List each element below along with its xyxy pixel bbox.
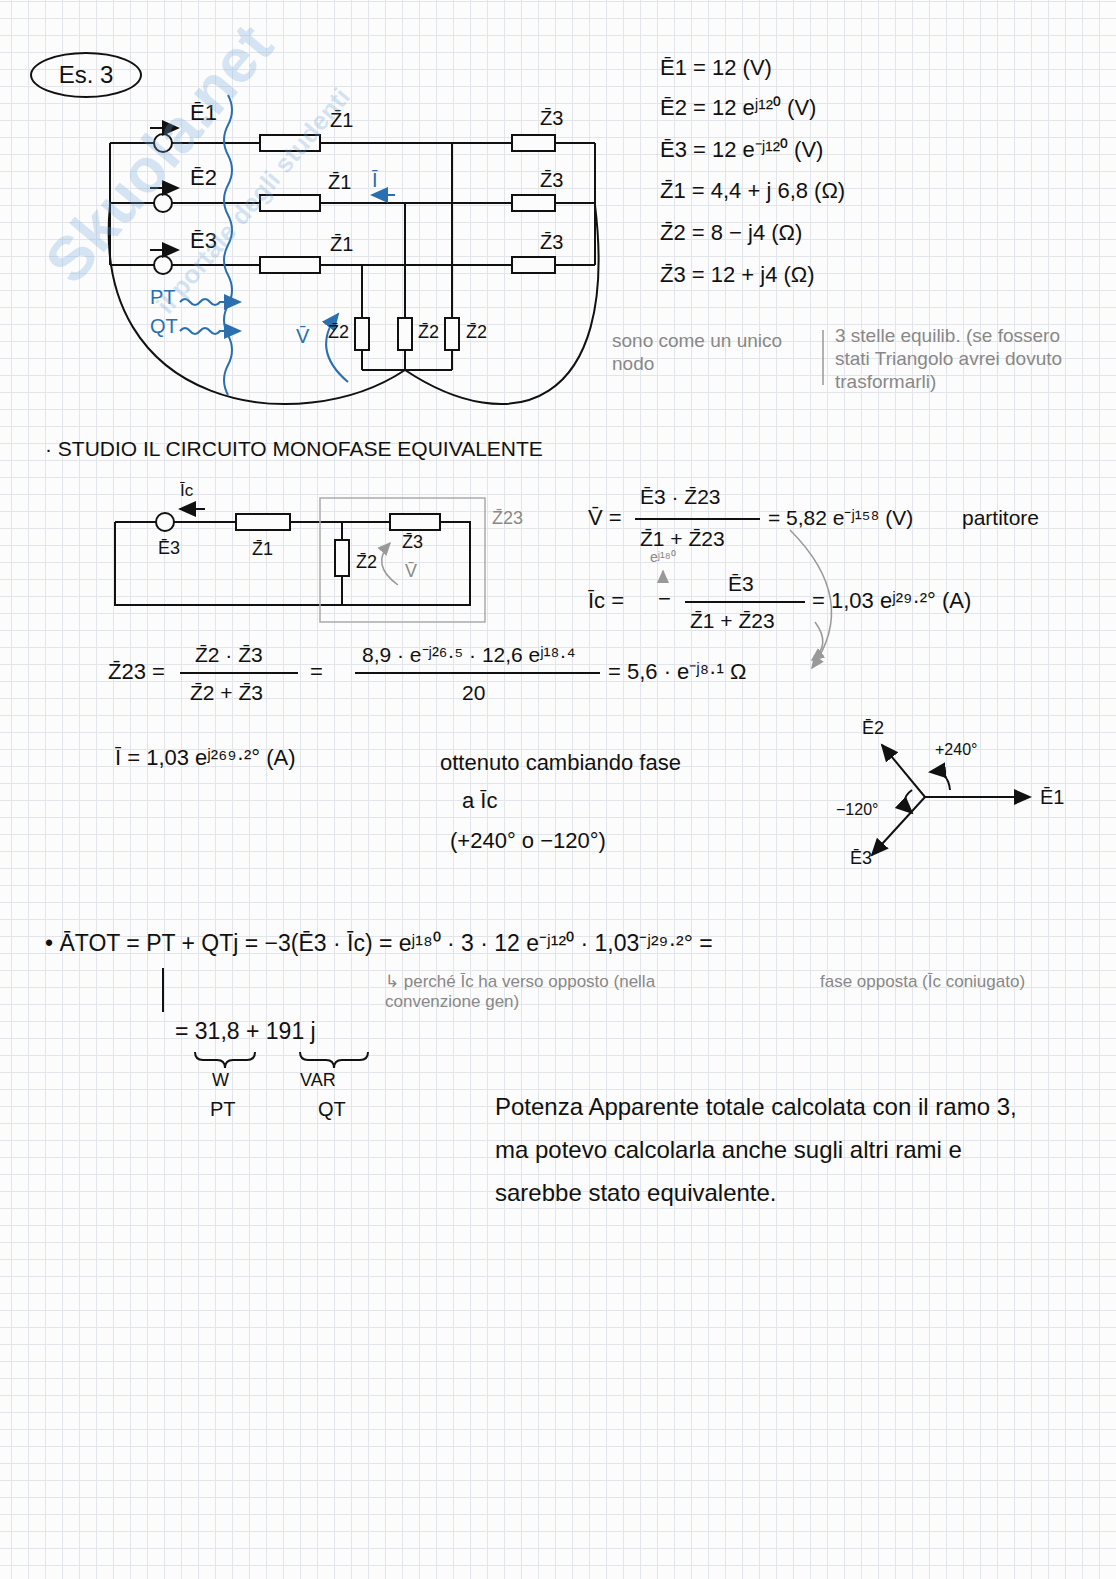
label: V̄ = bbox=[588, 505, 622, 531]
fraction-bars bbox=[180, 519, 805, 673]
label: VAR bbox=[300, 1070, 336, 1092]
label: Z̄3 bbox=[540, 106, 563, 130]
label: eʲ¹⁸⁰ bbox=[650, 549, 676, 566]
label: Z̄2 bbox=[356, 552, 377, 574]
label: Z̄3 bbox=[540, 230, 563, 254]
exercise-title: Es. 3 bbox=[59, 61, 114, 89]
label: Ī bbox=[372, 168, 378, 192]
label: Z̄3 bbox=[402, 532, 423, 554]
label: Ē3 · Z̄23 bbox=[640, 484, 721, 509]
label: Ē3 bbox=[728, 571, 754, 596]
label: Īc = bbox=[588, 588, 624, 614]
label: Z̄1 bbox=[328, 170, 351, 194]
label: Z̄3 bbox=[540, 168, 563, 192]
label: Z̄23 bbox=[492, 508, 523, 530]
braces bbox=[163, 968, 368, 1068]
label: Ē2 bbox=[862, 718, 884, 740]
label: Z̄1 = 4,4 + j 6,8 (Ω) bbox=[660, 178, 845, 204]
label: sono come un unico nodo bbox=[612, 330, 807, 376]
label: +240° bbox=[935, 740, 977, 759]
label: Ē1 = 12 (V) bbox=[660, 55, 772, 81]
label: Ē1 bbox=[1040, 785, 1064, 809]
label: Z̄2 bbox=[328, 322, 349, 344]
label: 3 stelle equilib. (se fossero stati Tria… bbox=[835, 325, 1095, 393]
label: = bbox=[310, 659, 323, 685]
single-phase-circuit bbox=[115, 509, 470, 605]
label: −120° bbox=[836, 800, 878, 819]
label: V̄ bbox=[296, 324, 309, 348]
label: 8,9 · e⁻ʲ²⁶·⁵ · 12,6 eʲ¹⁸·⁴ bbox=[362, 642, 575, 667]
phasor-diagram bbox=[872, 745, 1030, 855]
label: Z̄2 bbox=[418, 322, 439, 344]
label: 20 bbox=[462, 680, 485, 705]
label: • ĀTOT = PT + QTj = −3(Ē3 · Īc) = eʲ¹⁸⁰ … bbox=[45, 930, 713, 958]
label: = 5,82 e⁻ʲ¹⁵⁸ (V) bbox=[768, 505, 913, 530]
label: ↳ perché Īc ha verso opposto (nella conv… bbox=[385, 972, 665, 1013]
label: (+240° o −120°) bbox=[450, 828, 606, 854]
label: V̄ bbox=[405, 561, 417, 583]
label: Īc bbox=[180, 481, 193, 501]
label: Ē3 bbox=[850, 848, 872, 870]
label: ottenuto cambiando fase bbox=[440, 750, 681, 776]
label: QT bbox=[318, 1097, 346, 1121]
label: Ē3 = 12 e⁻ʲ¹²⁰ (V) bbox=[660, 137, 823, 163]
label: Z̄2 + Z̄3 bbox=[190, 680, 263, 705]
label: Ē3 bbox=[158, 538, 180, 560]
label: PT bbox=[210, 1097, 236, 1121]
label: = 5,6 · e⁻ʲ⁸·¹ Ω bbox=[608, 659, 746, 685]
label: Potenza Apparente totale calcolata con i… bbox=[495, 1085, 1055, 1215]
label: partitore bbox=[962, 505, 1039, 530]
label: = 31,8 + 191 j bbox=[175, 1018, 316, 1046]
label: Ē2 = 12 eʲ¹²⁰ (V) bbox=[660, 95, 816, 121]
label: Z̄2 · Z̄3 bbox=[195, 642, 263, 667]
label: · STUDIO IL CIRCUITO MONOFASE EQUIVALENT… bbox=[45, 436, 543, 461]
label: fase opposta (Īc coniugato) bbox=[820, 972, 1030, 992]
label: Z̄1 bbox=[330, 232, 353, 256]
label: Z̄2 = 8 − j4 (Ω) bbox=[660, 220, 802, 246]
label: a Īc bbox=[462, 788, 497, 814]
label: − bbox=[658, 586, 671, 612]
label: Z̄23 = bbox=[108, 659, 165, 685]
label: Z̄1 bbox=[252, 539, 273, 561]
label: Z̄3 = 12 + j4 (Ω) bbox=[660, 262, 815, 288]
label: W bbox=[212, 1070, 229, 1092]
label: Z̄2 bbox=[466, 322, 487, 344]
label: Z̄1 + Z̄23 bbox=[690, 608, 775, 633]
label: = 1,03 eʲ²⁹·²° (A) bbox=[812, 588, 971, 614]
exercise-oval: Es. 3 bbox=[30, 52, 142, 98]
label: Ī = 1,03 eʲ²⁶⁹·²° (A) bbox=[115, 745, 296, 771]
label: Z̄1 + Z̄23 bbox=[640, 526, 725, 551]
